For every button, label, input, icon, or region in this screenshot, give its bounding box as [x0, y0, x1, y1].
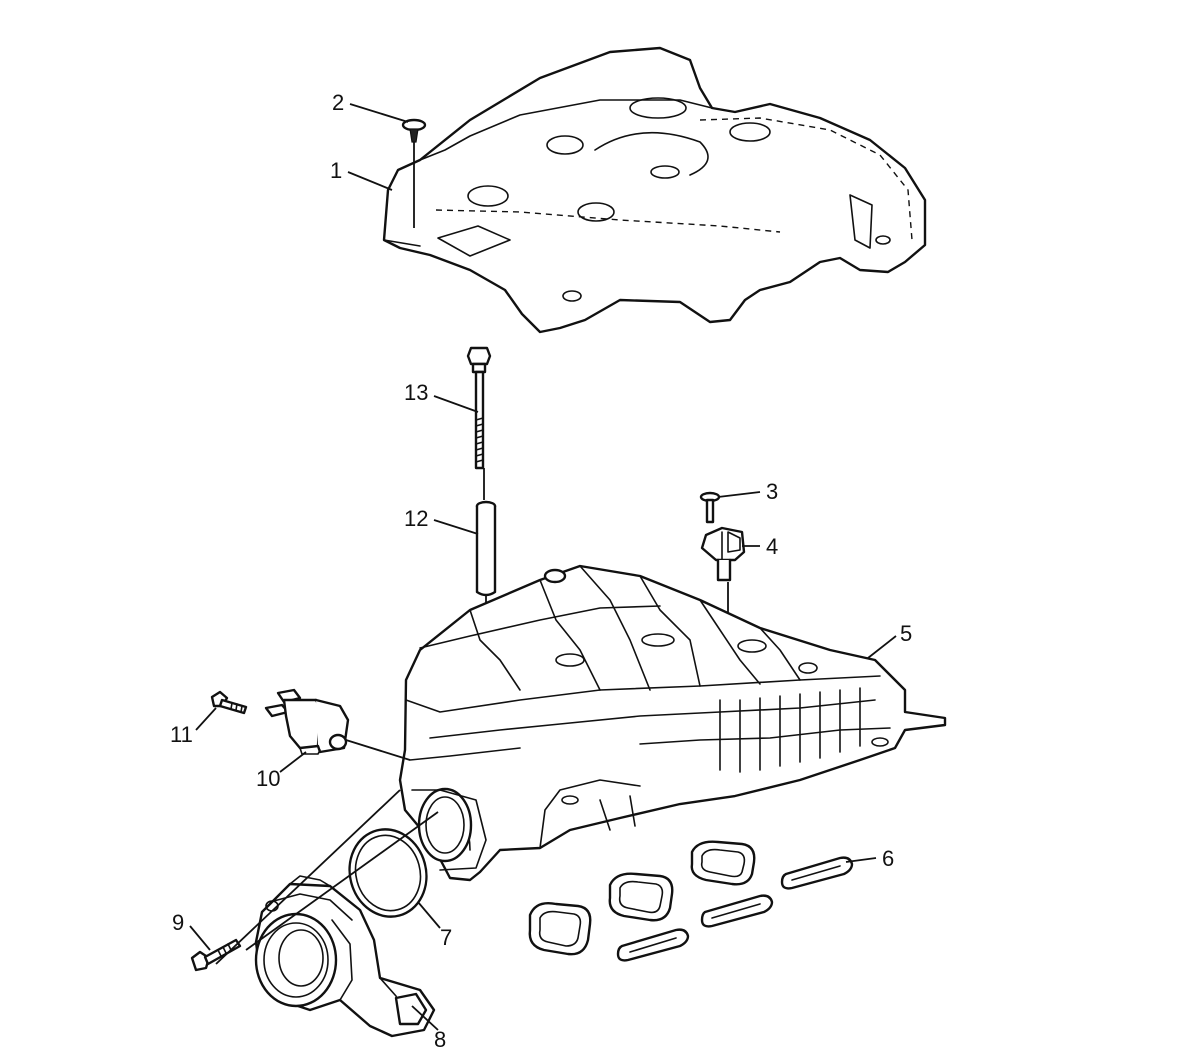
long-bolt	[466, 346, 492, 500]
purge-solenoid	[264, 688, 411, 761]
manifold-gaskets	[528, 840, 854, 962]
solenoid-bolt	[210, 690, 248, 715]
callout-12: 12	[404, 506, 428, 531]
spacer-sleeve	[475, 500, 497, 710]
throttle-body-gasket	[348, 828, 428, 918]
throttle-body-bolt	[190, 938, 242, 972]
callout-2: 2	[332, 90, 344, 115]
callout-4: 4	[766, 534, 778, 559]
callout-3: 3	[766, 479, 778, 504]
callouts: 1 2 3 4 5 6 7 8 9 10 11 12 13	[170, 90, 912, 1052]
callout-8: 8	[434, 1027, 446, 1052]
callout-leaders	[189, 103, 897, 1031]
callout-13: 13	[404, 380, 428, 405]
callout-10: 10	[256, 766, 280, 791]
callout-5: 5	[900, 621, 912, 646]
sensor-screw	[699, 491, 721, 524]
intake-manifold	[398, 564, 947, 882]
cover-fastener	[401, 118, 427, 228]
manifold-sensor	[700, 526, 746, 630]
callout-6: 6	[882, 846, 894, 871]
alignment-lines	[215, 789, 439, 965]
callout-11: 11	[170, 722, 193, 747]
callout-1: 1	[330, 158, 342, 183]
throttle-body	[254, 875, 436, 1038]
callout-7: 7	[440, 925, 452, 950]
callout-9: 9	[172, 910, 184, 935]
engine-cover	[382, 46, 927, 334]
